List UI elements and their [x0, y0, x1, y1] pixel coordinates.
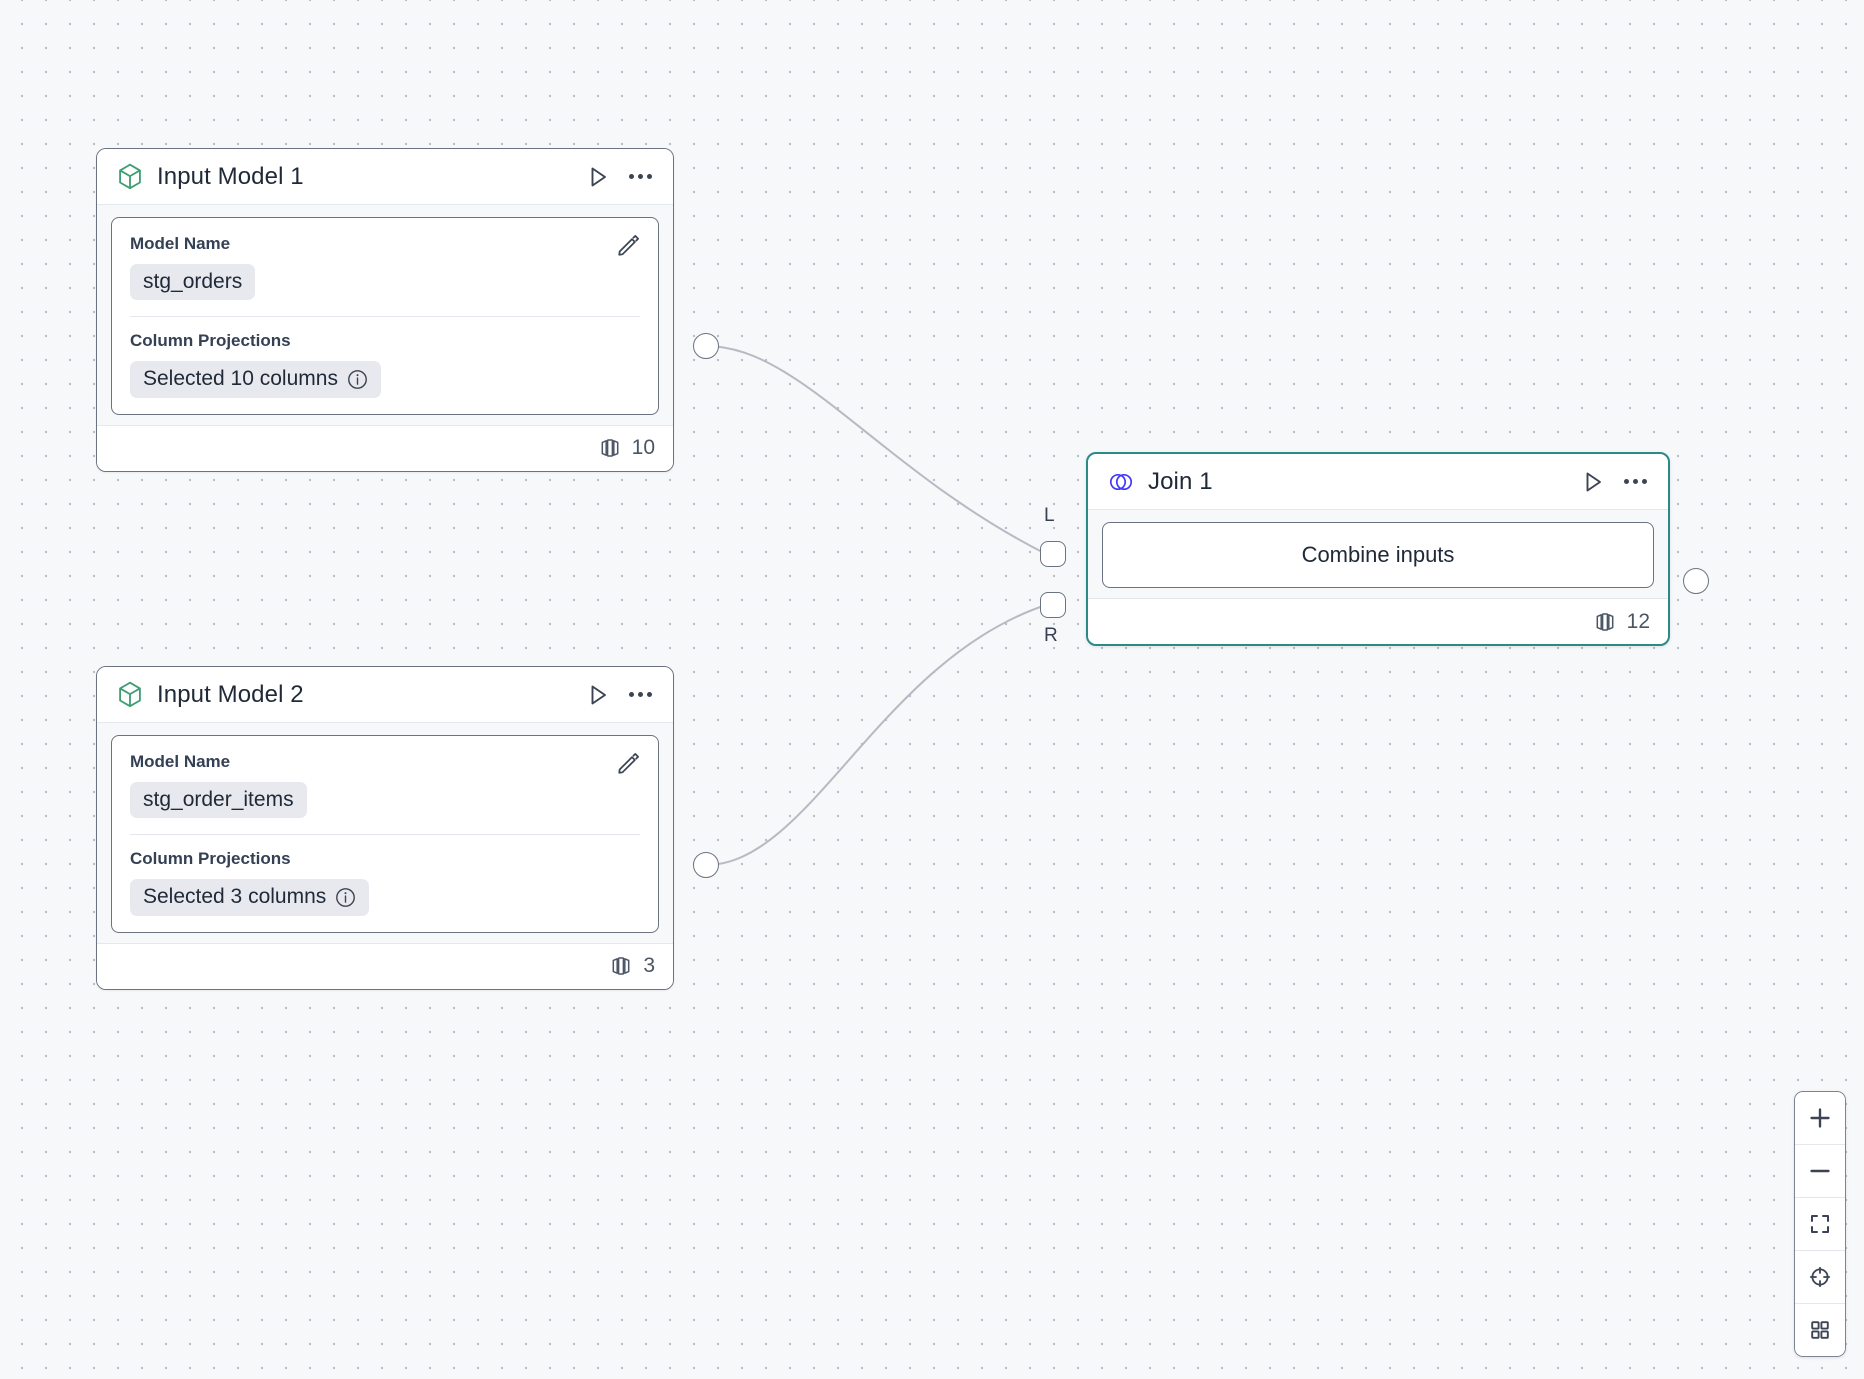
- field-divider: [130, 316, 640, 318]
- edge-input1-to-join-left: [705, 345, 1047, 555]
- info-icon[interactable]: [347, 369, 368, 390]
- center-view-button[interactable]: [1795, 1251, 1845, 1304]
- fit-view-button[interactable]: [1795, 1198, 1845, 1251]
- run-icon[interactable]: [583, 680, 613, 710]
- edit-pencil-icon[interactable]: [614, 748, 644, 778]
- canvas-controls-panel[interactable]: [1794, 1091, 1846, 1357]
- node-title: Join 1: [1148, 467, 1213, 495]
- node-body: Combine inputs: [1088, 510, 1668, 598]
- node-header: Input Model 1: [97, 149, 673, 205]
- join-left-port-label: L: [1044, 505, 1055, 526]
- model-name-label: Model Name: [130, 234, 231, 253]
- node-header: Join 1: [1088, 454, 1668, 510]
- toggle-minimap-button[interactable]: [1795, 1304, 1845, 1356]
- model-config-card: Model Name stg_order_items Column Projec…: [111, 735, 659, 933]
- cube-icon: [115, 680, 145, 710]
- node-body: Model Name stg_order_items Column Projec…: [97, 723, 673, 943]
- column-projections-text: Selected 3 columns: [143, 885, 327, 909]
- edge-input2-to-join-right: [705, 604, 1047, 866]
- combine-inputs-button[interactable]: Combine inputs: [1102, 522, 1654, 588]
- node-join-1[interactable]: Join 1 Combine inputs: [1086, 452, 1670, 646]
- run-icon[interactable]: [583, 162, 613, 192]
- more-options-icon[interactable]: [625, 680, 655, 710]
- model-name-label: Model Name: [130, 752, 231, 771]
- column-projections-value[interactable]: Selected 10 columns: [130, 361, 381, 398]
- column-projections-value[interactable]: Selected 3 columns: [130, 879, 370, 916]
- output-handle-input-model-1[interactable]: [693, 333, 719, 359]
- combine-inputs-label: Combine inputs: [1301, 542, 1455, 567]
- edit-pencil-icon[interactable]: [614, 230, 644, 260]
- more-options-icon[interactable]: [1620, 467, 1650, 497]
- column-count: 10: [631, 436, 655, 459]
- columns-icon: [598, 436, 622, 460]
- column-projections-label: Column Projections: [130, 849, 291, 869]
- model-name-value[interactable]: stg_order_items: [130, 782, 307, 819]
- node-input-model-2[interactable]: Input Model 2 Model Name s: [96, 666, 674, 990]
- column-projections-label: Column Projections: [130, 331, 291, 351]
- node-footer: 10: [97, 424, 673, 471]
- columns-icon: [609, 954, 633, 978]
- field-divider: [130, 834, 640, 836]
- node-input-model-1[interactable]: Input Model 1 Model Name s: [96, 148, 674, 472]
- columns-icon: [1593, 610, 1617, 634]
- column-count: 12: [1626, 609, 1650, 633]
- node-header: Input Model 2: [97, 667, 673, 723]
- column-count: 3: [643, 954, 655, 977]
- node-footer: 12: [1088, 598, 1668, 644]
- node-footer: 3: [97, 942, 673, 989]
- zoom-out-button[interactable]: [1795, 1145, 1845, 1198]
- node-title: Input Model 2: [157, 680, 304, 708]
- more-options-icon[interactable]: [625, 162, 655, 192]
- venn-join-icon: [1106, 467, 1136, 497]
- info-icon[interactable]: [335, 887, 356, 908]
- column-projections-text: Selected 10 columns: [143, 367, 338, 391]
- node-title: Input Model 1: [157, 162, 304, 190]
- join-right-input-handle[interactable]: [1040, 592, 1066, 618]
- join-right-port-label: R: [1044, 625, 1058, 646]
- join-output-handle[interactable]: [1683, 568, 1709, 594]
- model-config-card: Model Name stg_orders Column Projections…: [111, 217, 659, 415]
- node-body: Model Name stg_orders Column Projections…: [97, 205, 673, 425]
- run-icon[interactable]: [1578, 467, 1608, 497]
- output-handle-input-model-2[interactable]: [693, 852, 719, 878]
- cube-icon: [115, 162, 145, 192]
- join-left-input-handle[interactable]: [1040, 541, 1066, 567]
- model-name-value[interactable]: stg_orders: [130, 264, 256, 301]
- zoom-in-button[interactable]: [1795, 1092, 1845, 1145]
